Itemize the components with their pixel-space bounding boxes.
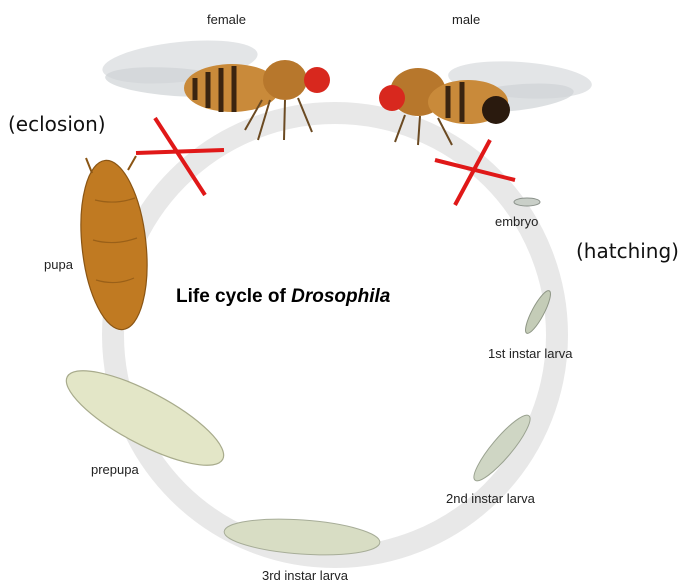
second-instar-label: 2nd instar larva xyxy=(446,491,535,506)
diagram-title: Life cycle of Drosophila xyxy=(176,286,390,308)
first-instar-label: 1st instar larva xyxy=(488,346,573,361)
eclosion-label: (eclosion) xyxy=(8,112,106,136)
embryo-label: embryo xyxy=(495,214,538,229)
female-label: female xyxy=(207,12,246,27)
title-species: Drosophila xyxy=(291,286,390,307)
male-label: male xyxy=(452,12,480,27)
embryo-icon xyxy=(514,198,540,206)
title-prefix: Life cycle of xyxy=(176,286,291,307)
pupa-label: pupa xyxy=(44,257,73,272)
pupa-icon xyxy=(73,156,154,333)
prepupa-label: prepupa xyxy=(91,462,139,477)
hatching-label: (hatching) xyxy=(576,239,679,263)
larva-icon xyxy=(223,515,381,560)
third-instar-label: 3rd instar larva xyxy=(262,568,348,583)
